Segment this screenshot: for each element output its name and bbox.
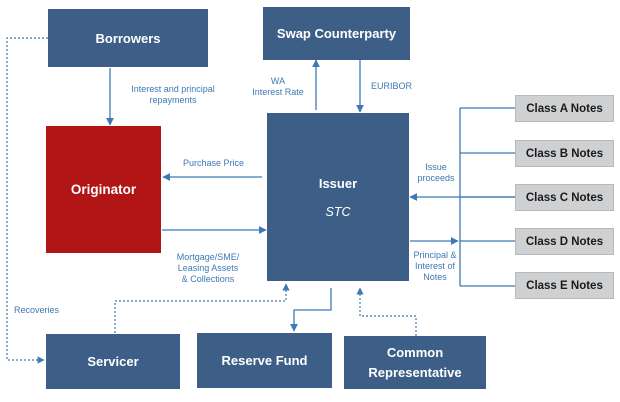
label-interest-principal-line1: Interest and principal — [131, 84, 215, 94]
swap-counterparty-box: Swap Counterparty — [263, 7, 410, 60]
label-issue-proceeds-line1: Issue — [425, 162, 447, 172]
class-d-notes-label: Class D Notes — [525, 235, 604, 248]
label-mortgage-line1: Mortgage/SME/ — [176, 252, 240, 262]
label-principal-interest-line2: Interest of — [414, 261, 456, 271]
label-principal-interest-line1: Principal & — [413, 250, 457, 260]
label-interest-principal: Interest and principal repayments — [118, 84, 228, 106]
class-a-notes-box: Class A Notes — [515, 95, 614, 122]
label-euribor: EURIBOR — [371, 81, 412, 92]
arrow-issuer-to-reserve-fund — [290, 288, 332, 332]
common-representative-line2: Representative — [368, 364, 462, 380]
common-representative-box: Common Representative — [344, 336, 486, 389]
class-e-notes-box: Class E Notes — [515, 272, 614, 299]
servicer-box: Servicer — [46, 334, 180, 389]
class-b-notes-box: Class B Notes — [515, 140, 614, 167]
borrowers-box: Borrowers — [48, 9, 208, 67]
label-recoveries-text: Recoveries — [14, 305, 60, 315]
issuer-box: Issuer STC — [267, 113, 409, 281]
label-euribor-text: EURIBOR — [371, 81, 413, 91]
borrowers-label: Borrowers — [95, 30, 161, 46]
label-principal-interest: Principal & Interest of Notes — [409, 250, 461, 283]
label-recoveries: Recoveries — [14, 305, 59, 316]
dotted-representative-to-issuer — [356, 287, 417, 336]
dotted-servicer-to-issuer — [114, 283, 290, 333]
class-a-notes-label: Class A Notes — [526, 102, 603, 115]
dotted-recoveries-path — [6, 37, 48, 364]
common-representative-line1: Common — [386, 344, 444, 360]
label-issue-proceeds-line2: proceeds — [417, 173, 455, 183]
class-b-notes-label: Class B Notes — [525, 147, 604, 160]
issuer-sub-label: STC — [325, 204, 351, 219]
label-issue-proceeds: Issue proceeds — [412, 162, 460, 184]
label-wa-interest-rate: WA Interest Rate — [244, 76, 312, 98]
label-interest-principal-line2: repayments — [149, 95, 197, 105]
originator-label: Originator — [70, 182, 137, 197]
label-purchase-price: Purchase Price — [183, 158, 244, 169]
label-purchase-price-text: Purchase Price — [183, 158, 245, 168]
label-mortgage-assets: Mortgage/SME/ Leasing Assets & Collectio… — [167, 252, 249, 285]
issuer-label: Issuer — [318, 175, 358, 191]
reserve-fund-box: Reserve Fund — [197, 333, 332, 388]
class-e-notes-label: Class E Notes — [526, 279, 603, 292]
class-d-notes-box: Class D Notes — [515, 228, 614, 255]
label-wa-line2: Interest Rate — [252, 87, 304, 97]
label-mortgage-line3: & Collections — [181, 274, 235, 284]
label-principal-interest-line3: Notes — [423, 272, 447, 282]
label-wa-line1: WA — [270, 76, 286, 86]
swap-counterparty-label: Swap Counterparty — [276, 26, 397, 41]
label-mortgage-line2: Leasing Assets — [177, 263, 239, 273]
class-c-notes-box: Class C Notes — [515, 184, 614, 211]
servicer-label: Servicer — [87, 354, 139, 369]
reserve-fund-label: Reserve Fund — [221, 353, 308, 368]
originator-box: Originator — [46, 126, 161, 253]
class-c-notes-label: Class C Notes — [525, 191, 604, 204]
